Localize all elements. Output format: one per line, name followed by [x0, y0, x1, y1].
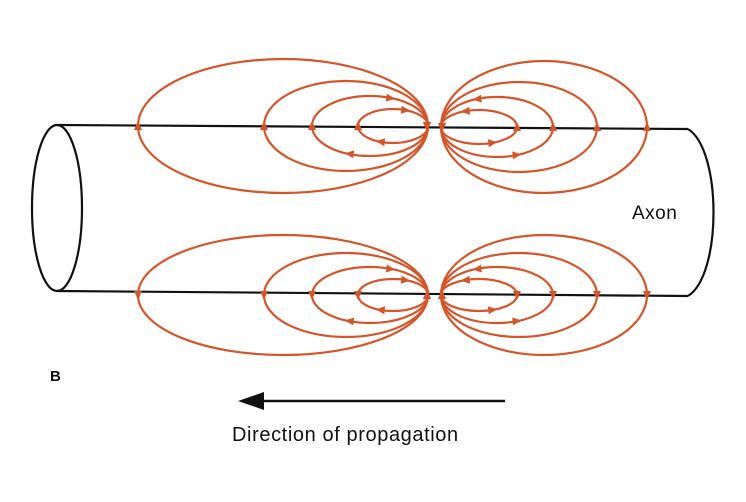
current-direction-arrowhead — [134, 121, 142, 130]
current-direction-arrowhead — [260, 121, 268, 130]
current-direction-arrowhead — [643, 122, 651, 131]
current-loop-group-top-left — [134, 57, 431, 195]
current-direction-arrowhead — [513, 122, 521, 131]
current-direction-arrowhead — [423, 122, 431, 131]
panel-label: B — [50, 368, 61, 385]
current-direction-arrowhead — [472, 94, 482, 103]
axon-top-edge — [56, 123, 689, 131]
current-direction-arrowhead — [512, 151, 522, 160]
current-direction-arrowhead — [260, 291, 268, 300]
current-direction-arrowhead — [344, 150, 355, 159]
current-loop-group-bottom-left — [134, 233, 431, 357]
current-direction-arrowhead — [400, 105, 411, 114]
current-direction-arrowhead — [385, 264, 396, 273]
current-direction-arrowhead — [354, 121, 362, 130]
current-direction-arrowhead — [513, 291, 521, 300]
current-direction-arrowhead — [134, 291, 142, 300]
current-direction-arrowhead — [344, 317, 355, 326]
current-loop — [310, 265, 430, 325]
current-direction-arrowhead — [549, 122, 557, 131]
current-direction-arrowhead — [400, 275, 411, 284]
current-direction-arrowhead — [487, 139, 498, 148]
axon-bottom-edge — [56, 289, 689, 298]
axon-label: Axon — [632, 203, 678, 224]
current-direction-arrowhead — [375, 138, 386, 147]
current-direction-arrowhead — [487, 306, 498, 315]
current-direction-arrowhead — [354, 291, 362, 300]
current-direction-arrowhead — [460, 106, 471, 115]
current-direction-arrowhead — [472, 264, 482, 273]
current-loop-group-top-right — [438, 59, 651, 195]
current-direction-arrowhead — [375, 306, 386, 315]
current-direction-arrowhead — [438, 290, 446, 299]
current-direction-arrowhead — [512, 317, 522, 326]
axon-end-cap — [30, 123, 84, 293]
current-direction-arrowhead — [549, 291, 557, 300]
propagation-arrow-head — [238, 392, 264, 410]
current-direction-arrowhead — [308, 121, 316, 130]
axon-right-end — [687, 128, 715, 297]
current-direction-arrowhead — [308, 291, 316, 300]
current-direction-arrowhead — [643, 291, 651, 300]
current-loop-group-bottom-right — [438, 233, 651, 357]
current-direction-arrowhead — [423, 290, 431, 299]
current-loop — [262, 251, 430, 339]
current-direction-arrowhead — [438, 123, 446, 132]
current-direction-arrowhead — [460, 275, 471, 284]
current-direction-arrowhead — [385, 93, 396, 102]
current-direction-arrowhead — [593, 122, 601, 131]
current-direction-arrowhead — [593, 291, 601, 300]
current-loop — [136, 233, 430, 357]
local-current-loops — [134, 57, 651, 357]
propagation-arrow — [238, 392, 505, 410]
direction-of-propagation-label: Direction of propagation — [232, 424, 459, 446]
axon-cylinder — [30, 123, 715, 298]
current-loop — [356, 277, 430, 313]
